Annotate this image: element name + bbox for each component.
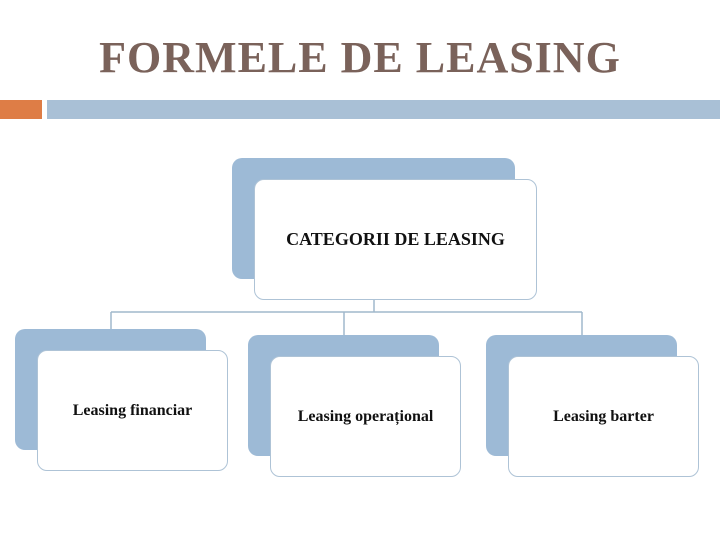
root-node-label: CATEGORII DE LEASING bbox=[286, 229, 505, 249]
child-node-leasing-financiar: Leasing financiar bbox=[37, 350, 228, 471]
slide-title: FORMELE DE LEASING bbox=[99, 33, 621, 82]
root-node: CATEGORII DE LEASING bbox=[254, 179, 537, 300]
child-node-label: Leasing financiar bbox=[72, 401, 193, 419]
child-node-label: Leasing operațional bbox=[297, 407, 434, 425]
child-node-label: Leasing barter bbox=[553, 407, 654, 425]
accent-bar-orange bbox=[0, 100, 42, 119]
child-node-leasing-barter: Leasing barter bbox=[508, 356, 699, 477]
child-node-leasing-operational: Leasing operațional bbox=[270, 356, 461, 477]
accent-bar-blue bbox=[47, 100, 720, 119]
